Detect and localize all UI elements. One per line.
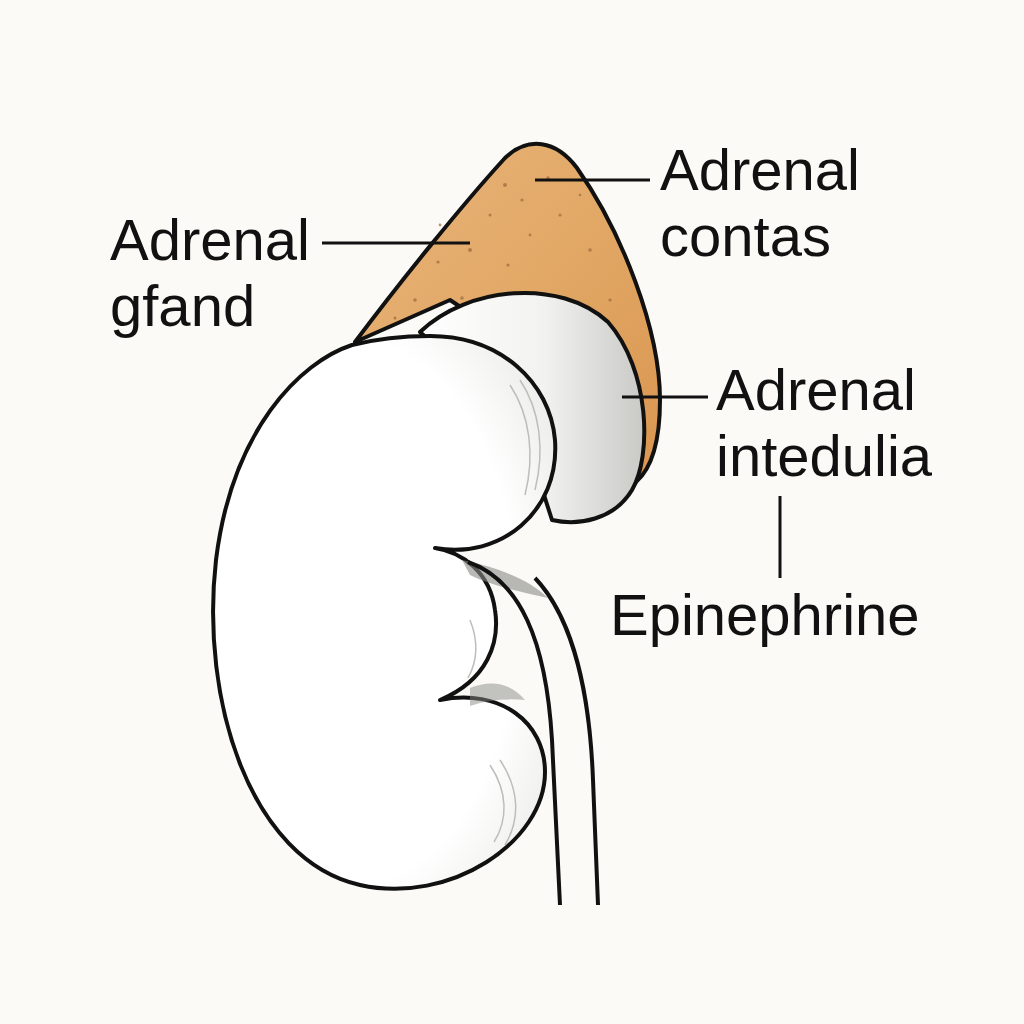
label-anchor: Epinephrine: [610, 582, 950, 648]
label-anchor: Adrenal gfand: [110, 207, 350, 339]
leader-line: [622, 396, 708, 399]
leader-line: [322, 242, 470, 245]
hilum-shadow: [470, 684, 525, 706]
part-label: Adrenal gfand: [110, 207, 350, 339]
kidney-body: [213, 336, 555, 889]
ureter-line: [535, 578, 598, 905]
leader-line: [535, 179, 650, 182]
part-label: Epinephrine: [610, 582, 950, 648]
part-label: Adrenal intedulia: [716, 357, 978, 489]
ureter-line: [468, 562, 560, 905]
part-label: Adrenal contas: [660, 137, 910, 269]
label-anchor: Adrenal intedulia: [716, 357, 978, 489]
leader-line: [779, 496, 782, 578]
kidney-shading: [468, 380, 540, 845]
label-anchor: Adrenal contas: [660, 137, 910, 269]
